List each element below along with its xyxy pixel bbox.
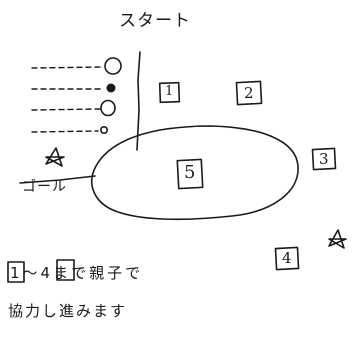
square-4 — [274, 246, 300, 271]
oval-number: 5 — [184, 162, 196, 183]
filled-marker-2 — [106, 83, 116, 93]
goal-line — [19, 175, 96, 184]
start-label: スタート — [119, 11, 191, 31]
square-1 — [158, 81, 181, 104]
circle-marker-4 — [100, 126, 109, 135]
square-2-number: 2 — [244, 84, 254, 102]
dashed-line-4 — [31, 130, 99, 133]
start-lane-divider — [136, 51, 141, 151]
dashed-line-1 — [31, 66, 104, 69]
goal-label: ゴール — [22, 179, 67, 195]
note-line-2: 協力し進みます — [8, 302, 128, 320]
square-3 — [311, 147, 337, 171]
square-2 — [235, 80, 263, 106]
star-doodle-left — [45, 147, 65, 167]
square-1-number: 1 — [165, 84, 174, 99]
circle-marker-1 — [104, 57, 122, 75]
center-oval — [91, 125, 299, 221]
note-line-1: 1〜4まで親子で — [10, 264, 144, 282]
star-doodle-right — [328, 229, 347, 249]
note-box-1 — [7, 261, 25, 283]
dashed-line-3 — [31, 108, 101, 111]
note-box-4 — [56, 259, 75, 281]
square-5 — [176, 158, 204, 190]
circle-marker-3 — [100, 99, 116, 117]
square-4-number: 4 — [282, 249, 292, 267]
square-3-number: 3 — [319, 150, 329, 168]
